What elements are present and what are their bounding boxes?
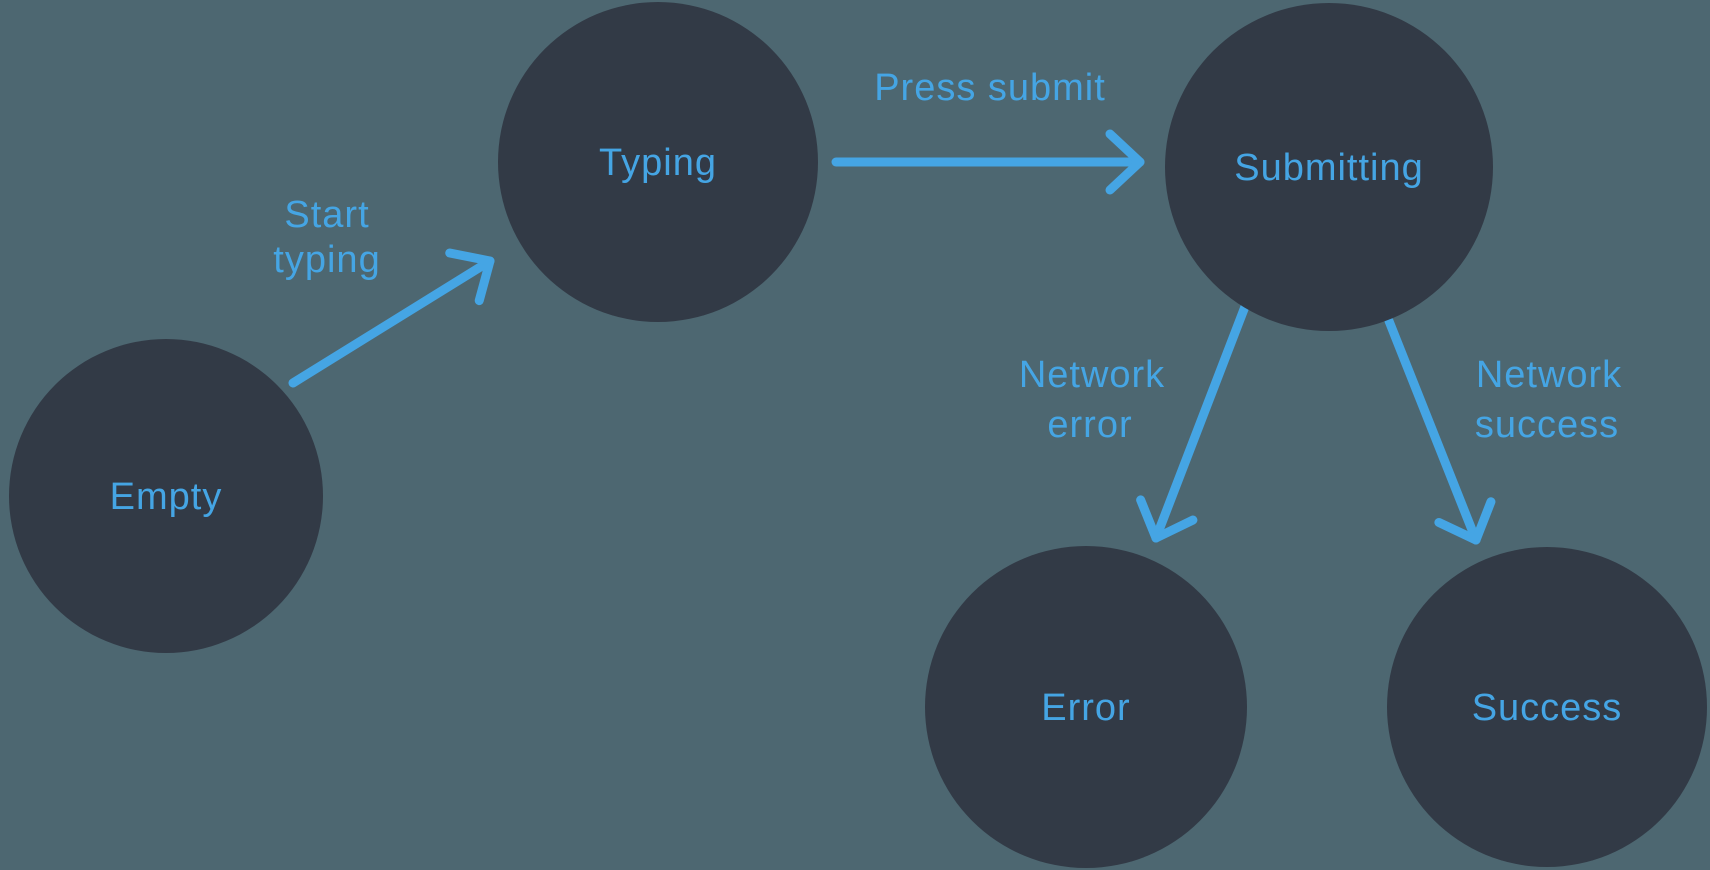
node-empty-circle xyxy=(9,339,323,653)
node-empty-label: Empty xyxy=(110,476,223,518)
edge-network-success-label-line1: Network xyxy=(1476,354,1622,396)
node-submitting-circle xyxy=(1165,3,1493,331)
edge-press-submit: Press submit xyxy=(831,67,1145,195)
node-success-circle xyxy=(1387,547,1707,867)
node-error-circle xyxy=(925,546,1247,868)
node-submitting: Submitting xyxy=(1165,3,1493,331)
edge-press-submit-label: Press submit xyxy=(874,67,1106,109)
node-success-label: Success xyxy=(1472,687,1623,729)
edge-network-error-label-line2: error xyxy=(1047,404,1132,446)
edge-start-typing-label-line2: typing xyxy=(273,239,380,281)
edge-network-error-label-line1: Network xyxy=(1019,354,1165,396)
node-error-label: Error xyxy=(1041,687,1130,729)
node-typing: Typing xyxy=(498,2,818,322)
edge-network-error: Network error xyxy=(1019,299,1251,543)
edge-start-typing-label-line1: Start xyxy=(284,194,369,236)
node-empty: Empty xyxy=(9,339,323,653)
node-typing-label: Typing xyxy=(599,142,717,184)
edge-start-typing: Start typing xyxy=(273,194,495,388)
edge-start-typing-arrow xyxy=(288,248,495,388)
edge-network-success-label-line2: success xyxy=(1475,404,1619,446)
node-submitting-label: Submitting xyxy=(1234,147,1424,189)
edge-network-success-arrow xyxy=(1384,316,1496,545)
edge-network-error-arrow xyxy=(1136,299,1251,543)
node-success: Success xyxy=(1387,547,1707,867)
node-error: Error xyxy=(925,546,1247,868)
edge-network-success: Network success xyxy=(1384,316,1622,545)
node-typing-circle xyxy=(498,2,818,322)
